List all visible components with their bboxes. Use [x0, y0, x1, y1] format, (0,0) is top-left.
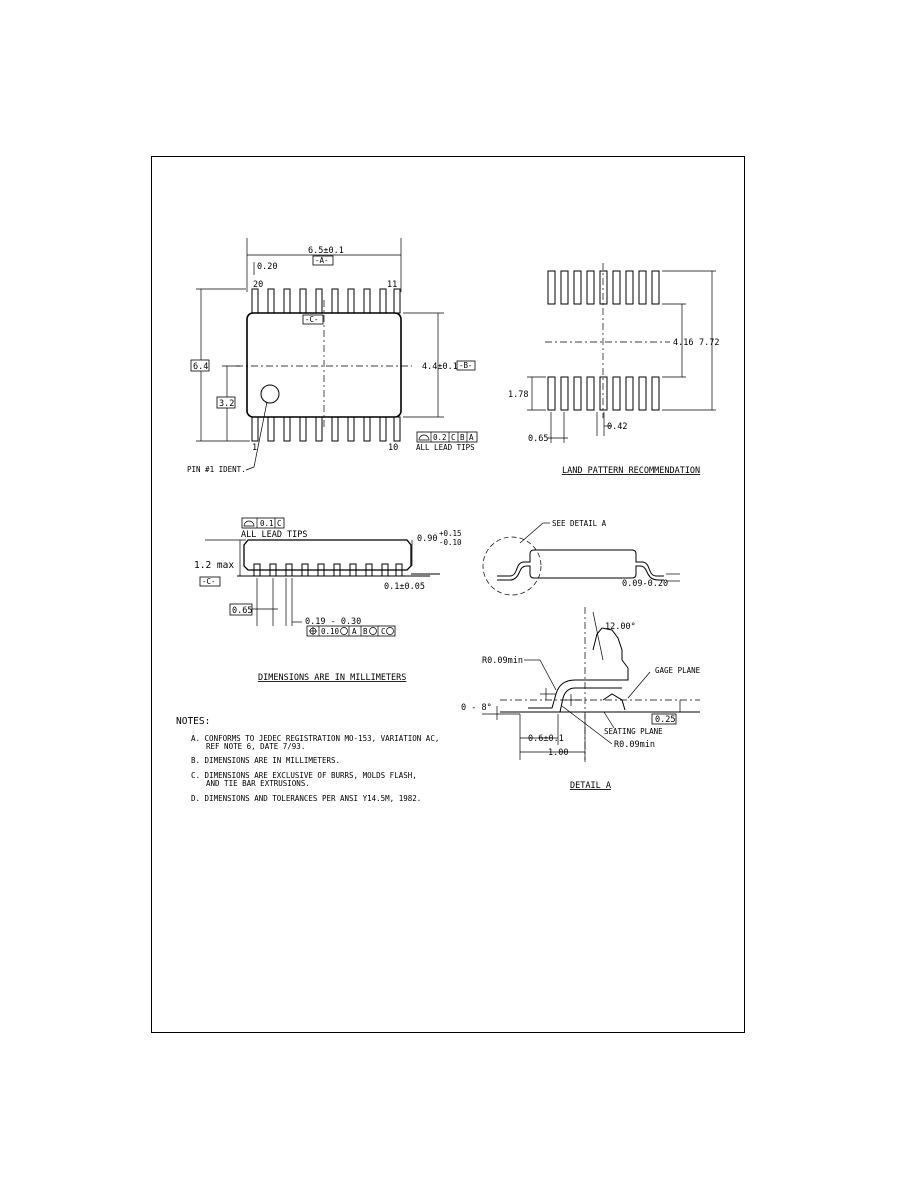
land-pad-length: 1.78: [508, 390, 528, 400]
side-pitch: 0.65: [232, 606, 252, 616]
datum-c-label: -C-: [202, 577, 216, 586]
lead-tip-tolerance-frame: 0.2 C B A: [416, 431, 478, 443]
land-pads-top: [547, 270, 660, 305]
end-view: SEE DETAIL A 0.09-0.20: [482, 519, 680, 596]
pin20-label: 20: [253, 280, 263, 290]
top-view: 6.5±0.1 -A- 0.20 20 11: [187, 238, 478, 474]
land-pad-width: 0.42: [607, 422, 627, 432]
bottom-leads: [251, 416, 401, 442]
seating-plane-label: SEATING PLANE: [604, 727, 663, 736]
datum-b-label: -B-: [459, 361, 473, 370]
width-dimension: 6.5±0.1: [308, 246, 344, 256]
position-tolerance-frame: 0.10 A B C: [306, 625, 396, 637]
pin1-indicator: [260, 384, 280, 404]
land-inner-span: 4.16: [673, 338, 693, 348]
radius-bottom: R0.09min: [614, 740, 655, 750]
all-lead-tips-label: ALL LEAD TIPS: [241, 530, 308, 540]
lead-tip-ref-1: C: [451, 433, 456, 442]
land-outer-span: 7.72: [699, 338, 719, 348]
lead-tip-ref-3: A: [469, 433, 474, 442]
gage-height-dimension: 0.25: [655, 715, 675, 725]
note-c-line1: C. DIMENSIONS ARE EXCLUSIVE OF BURRS, MO…: [191, 771, 417, 780]
body-width-dimension: 4.4±0.1: [422, 362, 458, 372]
notes-heading: NOTES:: [176, 716, 210, 727]
profile-icon: [418, 434, 430, 441]
land-pattern: 4.16 7.72 1.78 0.65 0.42 LAND PATTERN RE…: [508, 263, 719, 476]
pin1-label: 1: [252, 443, 257, 453]
half-height-dimension: 3.2: [219, 399, 234, 409]
mold-angle: 12.00°: [605, 622, 636, 632]
standoff-dimension: 0.1±0.05: [384, 582, 425, 592]
body-thickness-minus: -0.10: [439, 538, 462, 547]
pin10-label: 10: [388, 443, 398, 453]
lead-offset-dimension: 0.20: [257, 262, 277, 272]
note-c-line2: AND TIE BAR EXTRUSIONS.: [206, 779, 310, 788]
side-body: [243, 539, 412, 571]
note-a-line1: A. CONFORMS TO JEDEC REGISTRATION MO-153…: [191, 734, 439, 743]
foot-angle-range: 0 - 8°: [461, 703, 492, 713]
coplanarity-ref: C: [277, 519, 282, 528]
radius-top: R0.09min: [482, 656, 523, 666]
land-pitch: 0.65: [528, 434, 548, 444]
max-height-dimension: 1.2 max: [194, 560, 234, 571]
all-lead-tips-label: ALL LEAD TIPS: [416, 443, 475, 452]
gage-plane-label: GAGE PLANE: [655, 666, 701, 675]
drawing-frame: [151, 156, 745, 1033]
detail-a-title: DETAIL A: [570, 781, 611, 791]
lead-width-dimension: 0.19 - 0.30: [305, 617, 361, 627]
pin11-label: 11: [387, 280, 397, 290]
overall-height-dimension: 6.4: [193, 362, 208, 372]
lead-tip-ref-2: B: [460, 433, 465, 442]
see-detail-label: SEE DETAIL A: [552, 519, 607, 528]
side-view: 0.1 C ALL LEAD TIPS 1.2 max -C- 0.9: [194, 517, 462, 683]
profile-icon: [243, 520, 255, 527]
position-ref-a: A: [352, 627, 357, 636]
position-tolerance-value: 0.10: [321, 627, 340, 636]
notes: NOTES: A. CONFORMS TO JEDEC REGISTRATION…: [176, 716, 439, 803]
foot-length-dimension: 0.6±0.1: [528, 734, 564, 744]
position-ref-c: C: [381, 627, 386, 636]
land-pattern-title: LAND PATTERN RECOMMENDATION: [562, 466, 700, 476]
pin1-ident-label: PIN #1 IDENT.: [187, 465, 246, 474]
note-d: D. DIMENSIONS AND TOLERANCES PER ANSI Y1…: [191, 794, 421, 803]
coplanarity-frame: 0.1 C: [241, 517, 285, 529]
coplanarity-value: 0.1: [260, 519, 274, 528]
lead-tip-tolerance: 0.2: [433, 433, 447, 442]
footprint-dimension: 1.00: [548, 748, 568, 758]
detail-a: 12.00° GAGE PLANE 0.25 SEATING PLANE R0.…: [461, 607, 701, 791]
datum-a-label: -A-: [315, 256, 329, 265]
lead-thickness-dimension: 0.09-0.20: [622, 579, 668, 589]
body-thickness-plus: +0.15: [439, 529, 462, 538]
body-thickness: 0.90: [417, 534, 437, 544]
land-pads-bottom: [547, 376, 660, 411]
position-ref-b: B: [363, 627, 368, 636]
datum-c-label: -C-: [305, 315, 319, 324]
note-a-line2: REF NOTE 6, DATE 7/93.: [206, 742, 305, 751]
top-leads: [251, 288, 401, 314]
units-note: DIMENSIONS ARE IN MILLIMETERS: [258, 673, 406, 683]
note-b: B. DIMENSIONS ARE IN MILLIMETERS.: [191, 756, 340, 765]
